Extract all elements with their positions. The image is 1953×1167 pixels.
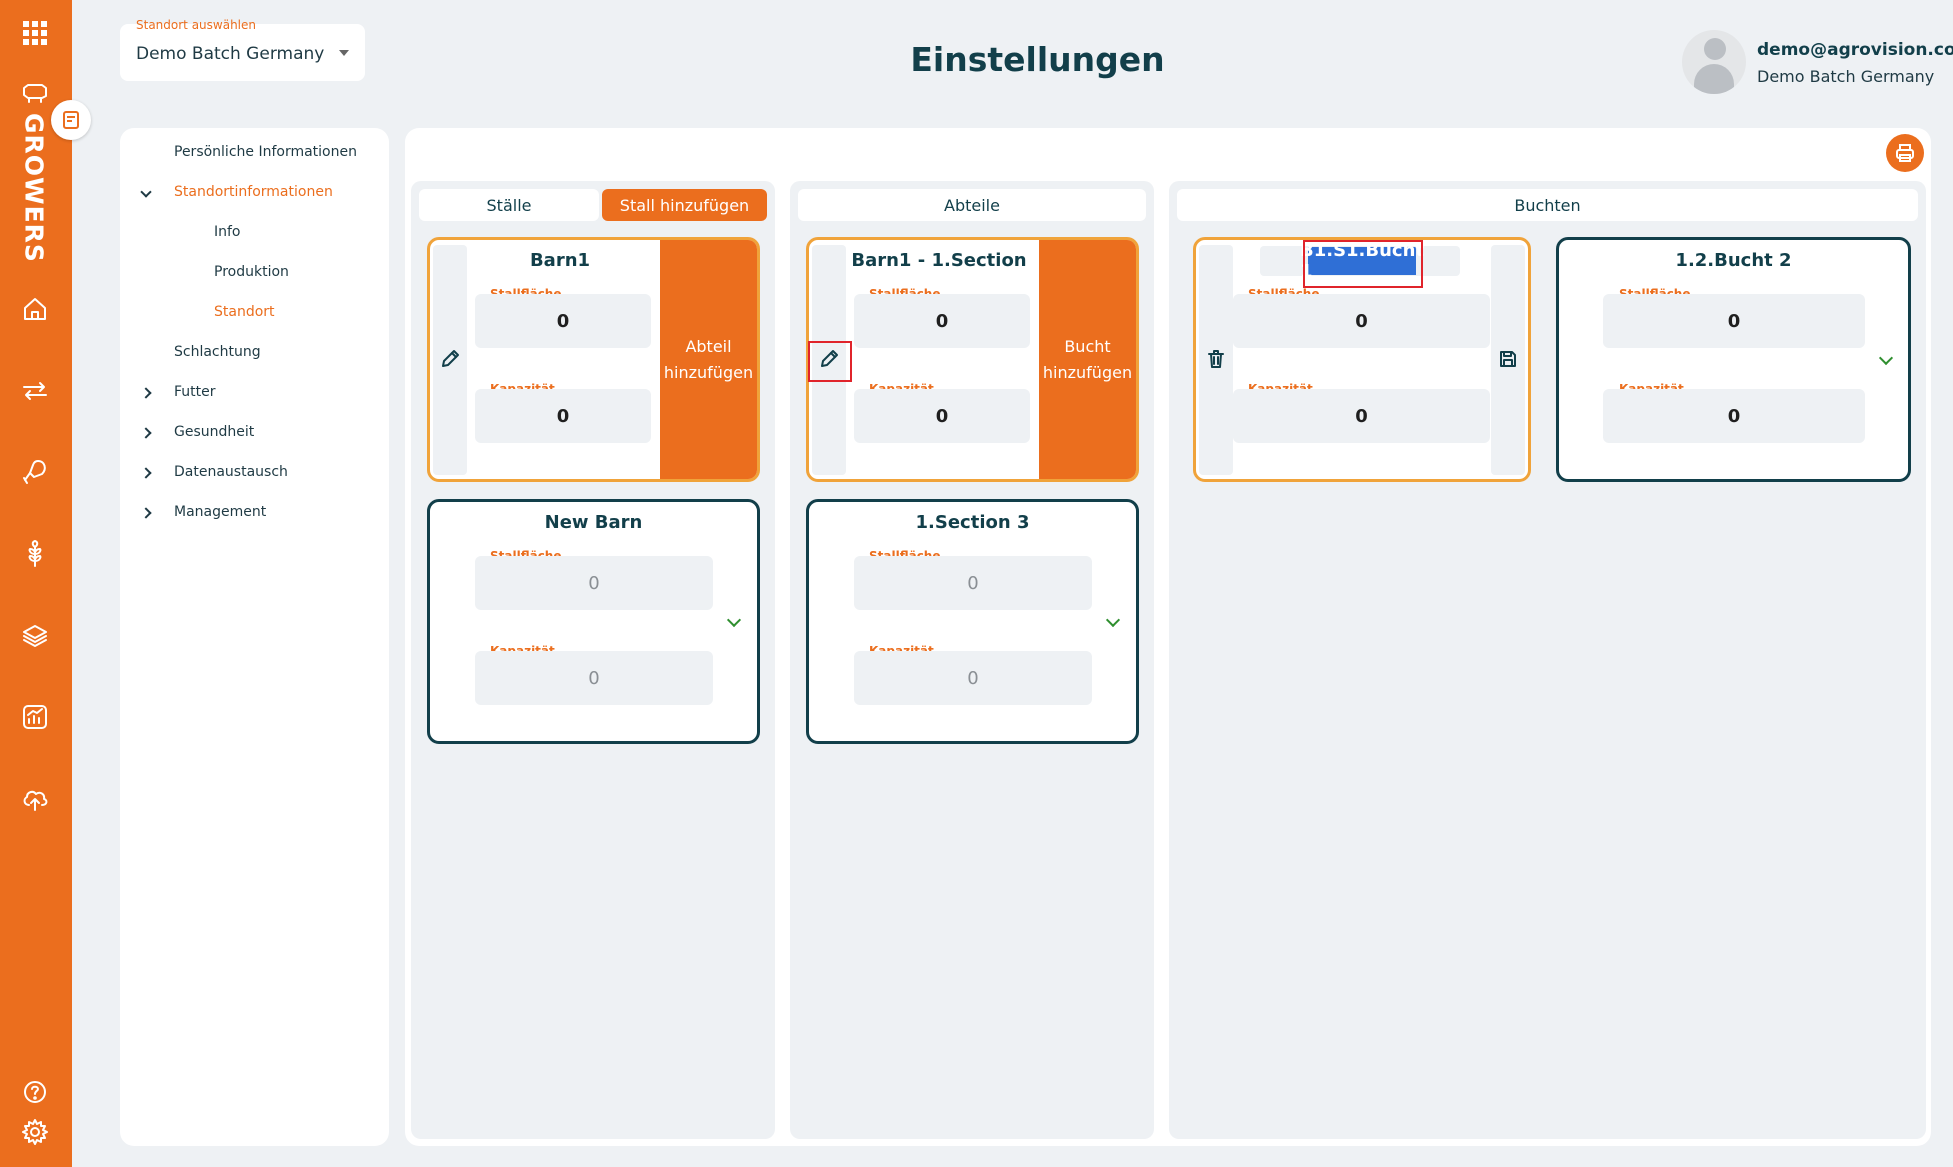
- barns-column: Ställe Stall hinzufügen Barn1 Stallfläch…: [411, 181, 775, 1139]
- location-select-value: Demo Batch Germany: [136, 44, 325, 64]
- chevron-right-icon[interactable]: [140, 507, 152, 519]
- user-email: demo@agrovision.com: [1757, 40, 1953, 60]
- settings-menu: Persönliche Informationen Standortinform…: [120, 128, 389, 1146]
- menu-item-production[interactable]: Produktion: [214, 264, 289, 280]
- pens-column-header: Buchten: [1177, 189, 1918, 221]
- avatar[interactable]: [1682, 30, 1746, 94]
- menu-item-slaughter[interactable]: Schlachtung: [174, 344, 261, 360]
- left-rail: GROWERS: [0, 0, 72, 1167]
- print-button[interactable]: [1886, 134, 1924, 172]
- card-edit-strip: [812, 245, 846, 475]
- menu-item-management[interactable]: Management: [174, 504, 267, 520]
- capacity-value: 0: [475, 651, 713, 705]
- sections-column-header: Abteile: [798, 189, 1146, 221]
- pig-icon[interactable]: [16, 72, 54, 110]
- printer-icon: [1896, 144, 1914, 162]
- brand-logo: GROWERS: [19, 113, 49, 263]
- cloud-upload-icon[interactable]: [16, 780, 54, 818]
- save-icon[interactable]: [1495, 346, 1521, 372]
- home-icon[interactable]: [16, 290, 54, 328]
- layers-icon[interactable]: [16, 617, 54, 655]
- pen-card[interactable]: 1.2.Bucht 2 Stallfläche 0 Kapazität 0: [1556, 237, 1911, 482]
- card-edit-strip: [433, 245, 467, 475]
- area-value: 0: [475, 294, 651, 348]
- help-icon[interactable]: [16, 1073, 54, 1111]
- grain-icon[interactable]: [16, 535, 54, 573]
- highlight-box: [1303, 240, 1423, 288]
- dropdown-caret-icon: [339, 50, 349, 56]
- capacity-value: 0: [1233, 389, 1490, 443]
- barns-column-header: Ställe: [419, 189, 599, 221]
- add-pen-button[interactable]: Bucht hinzufügen: [1039, 240, 1136, 479]
- menu-item-site[interactable]: Standort: [214, 304, 275, 320]
- menu-item-location-info[interactable]: Standortinformationen: [174, 184, 333, 200]
- section-name: 1.Section 3: [915, 512, 1030, 533]
- chevron-down-icon[interactable]: [1878, 350, 1894, 366]
- pen-card[interactable]: B1.S1.Bucht 1 Stallfläche 0 Kapazität 0: [1193, 237, 1531, 482]
- capacity-value: 0: [854, 651, 1092, 705]
- area-value: 0: [854, 556, 1092, 610]
- chevron-down-icon[interactable]: [140, 186, 152, 198]
- capacity-value: 0: [1603, 389, 1865, 443]
- edit-pencil-icon[interactable]: [437, 346, 463, 372]
- user-location: Demo Batch Germany: [1757, 67, 1935, 86]
- analytics-icon[interactable]: [16, 698, 54, 736]
- area-value: 0: [1233, 294, 1490, 348]
- meat-icon[interactable]: [16, 453, 54, 491]
- location-select[interactable]: Standort auswählen Demo Batch Germany: [120, 18, 365, 81]
- menu-item-info[interactable]: Info: [214, 224, 241, 240]
- highlight-box: [808, 341, 852, 382]
- menu-item-health[interactable]: Gesundheit: [174, 424, 255, 440]
- notes-icon[interactable]: [51, 100, 91, 140]
- add-barn-button[interactable]: Stall hinzufügen: [602, 189, 767, 221]
- area-value: 0: [475, 556, 713, 610]
- section-card[interactable]: Barn1 - 1.Section Stallfläche 0 Kapazitä…: [806, 237, 1139, 482]
- barn-name: New Barn: [544, 512, 643, 533]
- section-name: Barn1 - 1.Section: [851, 250, 1027, 271]
- add-section-button[interactable]: Abteil hinzufügen: [660, 240, 757, 479]
- transfer-icon[interactable]: [16, 372, 54, 410]
- barn-card[interactable]: Barn1 Stallfläche 0 Kapazität 0 Abteil h…: [427, 237, 760, 482]
- sections-column: Abteile Barn1 - 1.Section Stallfläche 0 …: [790, 181, 1154, 1139]
- chevron-down-icon[interactable]: [726, 612, 742, 628]
- capacity-value: 0: [475, 389, 651, 443]
- pens-column: Buchten B1.S1.Bucht 1 Stallfläche 0 Kapa…: [1169, 181, 1926, 1139]
- barn-card[interactable]: New Barn Stallfläche 0 Kapazität 0: [427, 499, 760, 744]
- settings-gear-icon[interactable]: [16, 1113, 54, 1151]
- page-title: Einstellungen: [910, 40, 1165, 79]
- edit-pencil-icon[interactable]: [816, 346, 842, 372]
- card-delete-strip: [1199, 245, 1233, 475]
- menu-item-feed[interactable]: Futter: [174, 384, 216, 400]
- chevron-right-icon[interactable]: [140, 387, 152, 399]
- chevron-right-icon[interactable]: [140, 427, 152, 439]
- menu-item-data-exchange[interactable]: Datenaustausch: [174, 464, 288, 480]
- menu-item-personal[interactable]: Persönliche Informationen: [174, 144, 357, 160]
- barn-name: Barn1: [529, 250, 591, 271]
- section-card[interactable]: 1.Section 3 Stallfläche 0 Kapazität 0: [806, 499, 1139, 744]
- area-value: 0: [1603, 294, 1865, 348]
- trash-icon[interactable]: [1203, 346, 1229, 372]
- capacity-value: 0: [854, 389, 1030, 443]
- apps-grid-icon[interactable]: [16, 14, 54, 52]
- pen-name: 1.2.Bucht 2: [1675, 250, 1792, 271]
- chevron-right-icon[interactable]: [140, 467, 152, 479]
- area-value: 0: [854, 294, 1030, 348]
- chevron-down-icon[interactable]: [1105, 612, 1121, 628]
- location-select-label: Standort auswählen: [136, 18, 256, 32]
